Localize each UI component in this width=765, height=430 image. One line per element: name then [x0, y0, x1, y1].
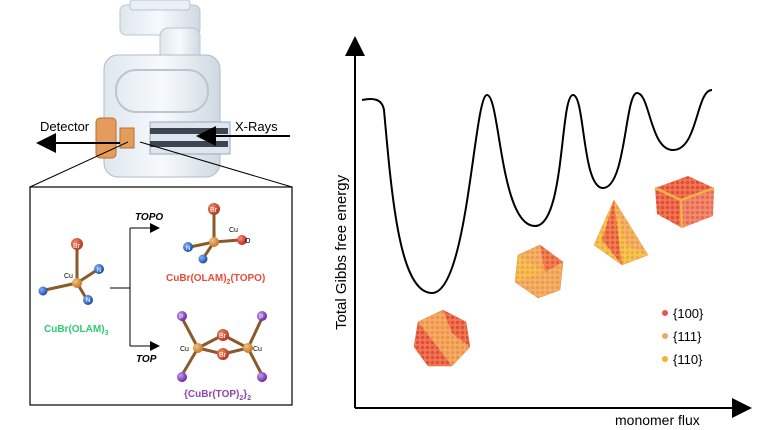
- svg-text:Br: Br: [219, 352, 227, 359]
- energy-curve: [361, 89, 713, 295]
- topo-label: TOPO: [135, 212, 163, 223]
- top-dimer-molecule: P P Cu Cu Br Br: [177, 311, 267, 382]
- legend-swatch-110: [662, 356, 668, 362]
- nanocrystal-tetrahedron: [593, 199, 649, 266]
- svg-text:P: P: [179, 315, 183, 321]
- svg-text:Br: Br: [219, 333, 227, 340]
- reactant-formula: CuBr(OLAM)3: [44, 324, 109, 337]
- x-axis-label: monomer flux: [615, 412, 700, 428]
- reactant-molecule: Br Cu N N: [38, 238, 104, 305]
- glass-reactor-cell: [95, 0, 231, 178]
- svg-text:O: O: [245, 238, 251, 245]
- legend-swatch-111: [662, 333, 668, 339]
- nanocrystal-rhombic-dodecahedron: [413, 309, 471, 367]
- top-label: TOP: [136, 354, 157, 365]
- svg-text:N: N: [186, 246, 190, 252]
- y-axis-label: Total Gibbs free energy: [333, 174, 350, 330]
- zoom-line-left: [29, 141, 129, 188]
- legend-item-100: {100}: [662, 306, 704, 321]
- nanocrystal-octahedron: [514, 244, 564, 299]
- legend-label-100: {100}: [673, 306, 704, 321]
- branch-arrows: [110, 223, 160, 351]
- topo-product-formula: CuBr(OLAM)2(TOPO): [166, 273, 265, 286]
- svg-text:P: P: [259, 315, 263, 321]
- detector-label: Detector: [40, 119, 90, 134]
- svg-text:N: N: [97, 268, 101, 274]
- svg-text:N: N: [86, 298, 90, 304]
- legend-label-111: {111}: [673, 329, 702, 344]
- reaction-scheme-box: [29, 186, 293, 406]
- legend-item-111: {111}: [662, 329, 702, 344]
- topo-product-molecule: Br Cu N O: [183, 203, 251, 264]
- svg-text:Cu: Cu: [64, 273, 73, 280]
- energy-plot-axes: [345, 36, 752, 418]
- svg-text:Br: Br: [73, 243, 81, 250]
- svg-text:Cu: Cu: [253, 346, 262, 353]
- svg-text:Cu: Cu: [229, 227, 238, 234]
- top-dimer-formula: {CuBr(TOP)2}2: [184, 389, 251, 402]
- xrays-label: X-Rays: [235, 119, 278, 134]
- legend-item-110: {110}: [662, 352, 703, 367]
- facet-legend: {100} {111} {110}: [662, 306, 704, 367]
- nanocrystal-cube: [654, 176, 715, 229]
- legend-swatch-100: [662, 310, 668, 316]
- svg-text:Br: Br: [210, 207, 218, 214]
- zoom-line-right: [139, 141, 293, 188]
- legend-label-110: {110}: [673, 352, 703, 367]
- svg-text:Cu: Cu: [180, 346, 189, 353]
